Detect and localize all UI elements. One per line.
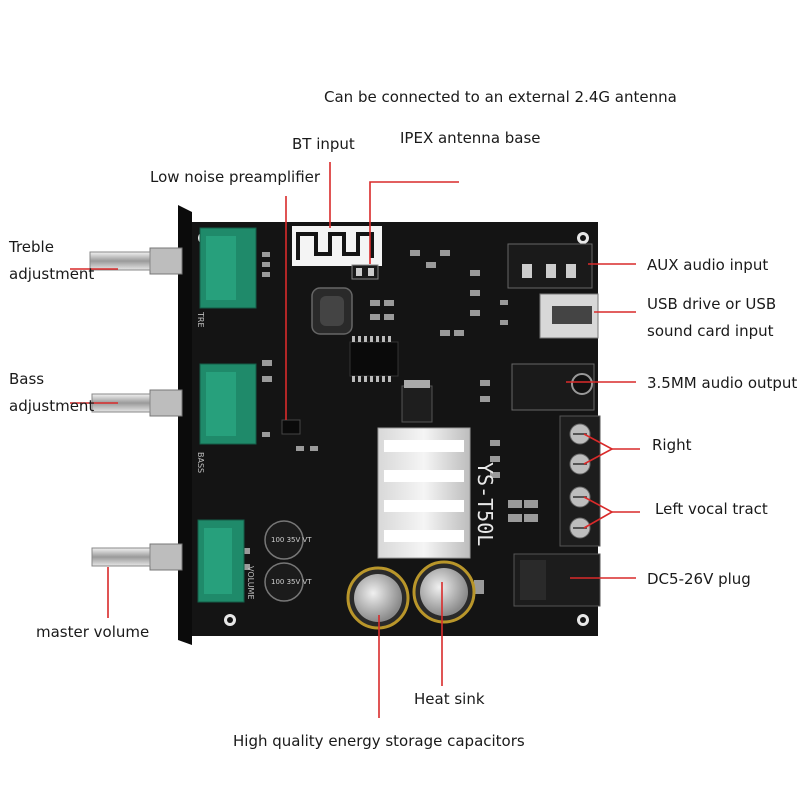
dc-jack	[513, 553, 601, 607]
label-external-antenna: Can be connected to an external 2.4G ant…	[324, 88, 677, 106]
label-master-volume: master volume	[36, 623, 150, 641]
label-bt-input: BT input	[292, 135, 355, 153]
pointer-lines	[70, 162, 640, 718]
small-capacitors	[264, 520, 304, 602]
label-heat-sink: Heat sink	[414, 690, 485, 708]
large-capacitors	[346, 560, 476, 630]
pot-volume	[197, 519, 245, 603]
chips	[281, 336, 433, 435]
knob-volume	[91, 543, 183, 571]
label-right: Right	[652, 436, 692, 454]
pointer-antenna	[369, 181, 459, 264]
smd-components	[240, 250, 538, 594]
aux-jack	[507, 243, 593, 289]
label-audio-output: 3.5MM audio output	[647, 374, 798, 392]
label-dc-plug: DC5-26V plug	[647, 570, 751, 588]
label-treble-2: adjustment	[9, 265, 95, 283]
label-usb-2: sound card input	[647, 322, 774, 340]
bt-antenna-trace	[292, 226, 382, 280]
knob-treble	[89, 247, 183, 275]
board-tre-text: TRE	[196, 311, 205, 328]
label-bass-2: adjustment	[9, 397, 95, 415]
usb-port	[539, 293, 599, 339]
cap-marking-1: 100 35V VT	[271, 536, 312, 544]
label-left-vocal-tract: Left vocal tract	[655, 500, 768, 518]
label-ipex-base: IPEX antenna base	[400, 129, 541, 147]
audio-out-jack	[511, 363, 595, 411]
crystal-oscillator	[311, 287, 353, 335]
cap-marking-2: 100 35V VT	[271, 578, 312, 586]
label-aux-input: AUX audio input	[647, 256, 769, 274]
speaker-terminals	[559, 415, 601, 547]
label-preamp: Low noise preamplifier	[150, 168, 321, 186]
pot-bass	[199, 363, 257, 445]
board-volume-text: VOLUME	[246, 566, 255, 600]
pot-treble	[199, 227, 257, 309]
knob-bass	[91, 389, 183, 417]
label-treble-1: Treble	[9, 238, 54, 256]
heat-sink	[377, 427, 471, 559]
label-capacitors: High quality energy storage capacitors	[233, 732, 525, 750]
board-bass-text: BASS	[196, 452, 205, 473]
board-model-text: YS-T50L	[473, 462, 497, 546]
label-bass-1: Bass	[9, 370, 45, 388]
label-usb-1: USB drive or USB	[647, 295, 777, 313]
